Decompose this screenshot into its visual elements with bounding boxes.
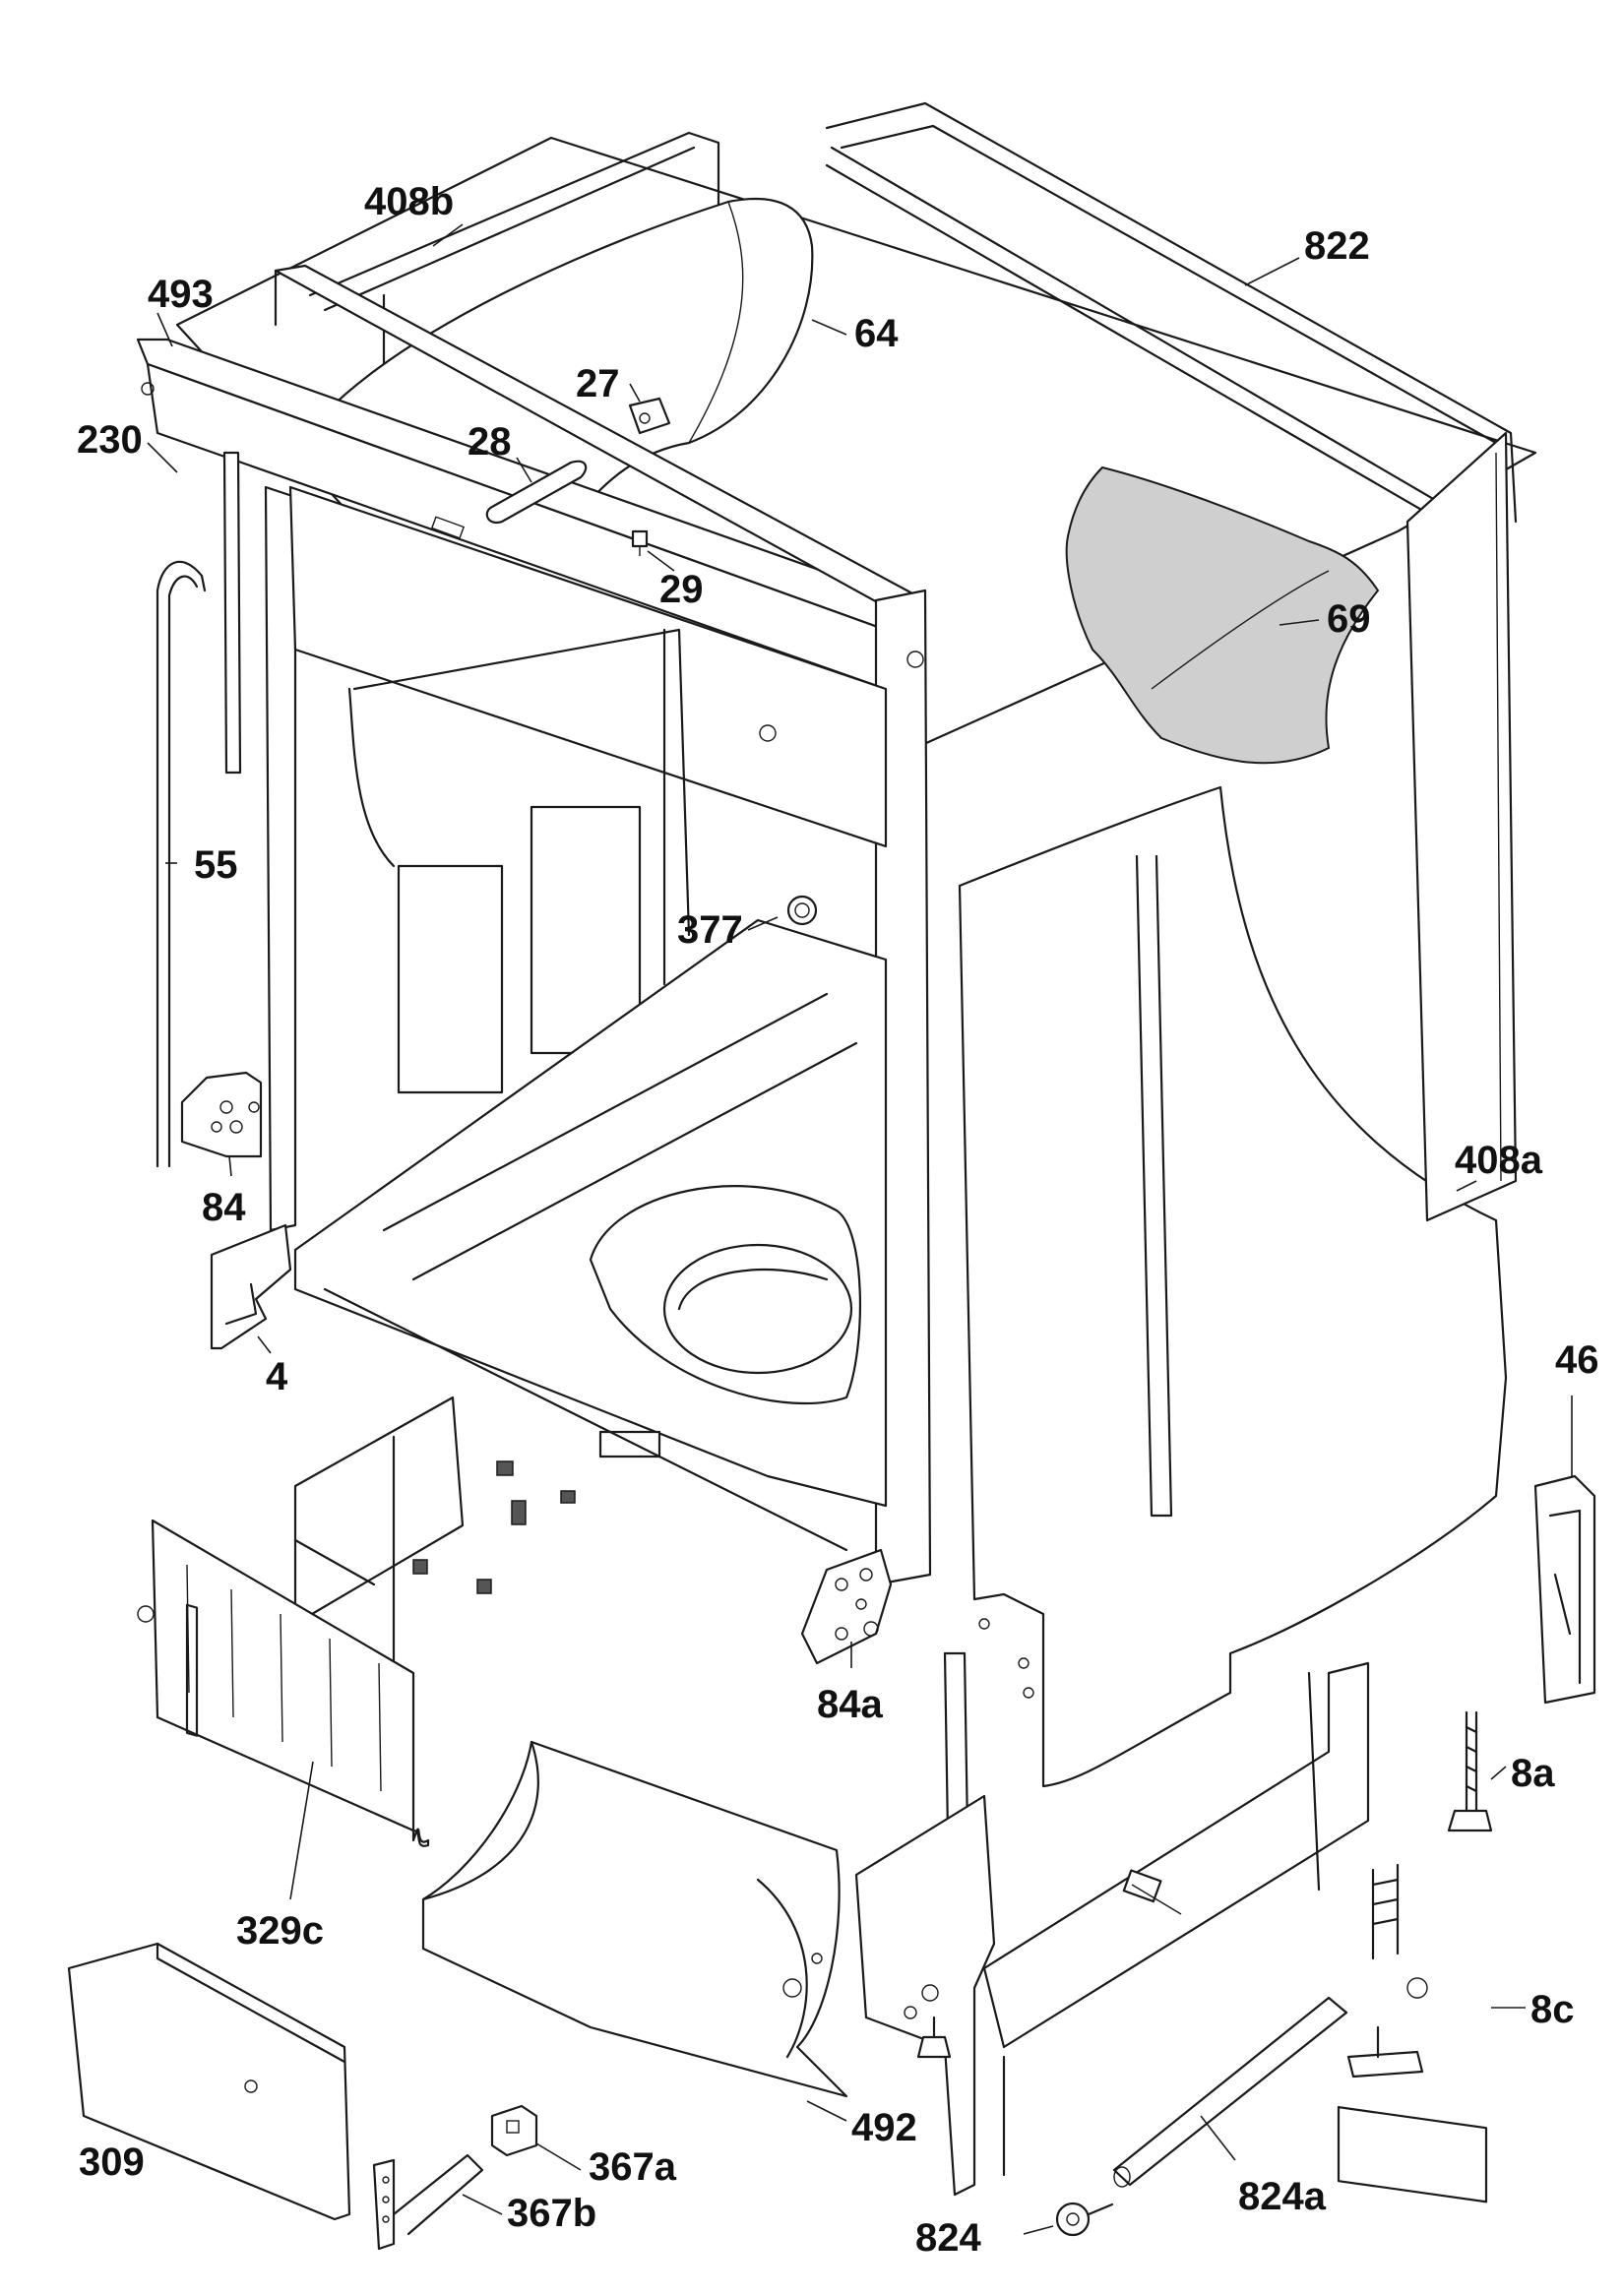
callout-492: 492 (851, 2106, 917, 2149)
callout-493: 493 (148, 273, 214, 316)
hinge-84a (800, 1548, 893, 1665)
shaft-824a (1112, 1996, 1348, 2188)
callout-64: 64 (854, 312, 899, 355)
screw-824 (1055, 2202, 1114, 2237)
plinth-329c (137, 1519, 430, 1847)
callout-822: 822 (1304, 224, 1370, 268)
callout-8a: 8a (1511, 1752, 1555, 1795)
callout-377: 377 (677, 908, 743, 952)
base-frame (293, 1287, 1370, 2197)
front-cover-492 (421, 1740, 848, 2098)
adjustable-foot-8a (1447, 1710, 1493, 1832)
rear-side-frame (1405, 431, 1518, 1222)
insulation-patch-69 (1065, 465, 1380, 765)
leader-lines (147, 223, 1573, 2235)
callout-84: 84 (202, 1186, 246, 1229)
adjustable-foot-left (916, 2016, 952, 2059)
callout-329c: 329c (236, 1909, 324, 1953)
side-panel-408a (958, 785, 1508, 1788)
callout-824a: 824a (1238, 2175, 1327, 2218)
callout-27: 27 (576, 362, 620, 405)
front-frame (264, 485, 932, 1586)
callout-309: 309 (79, 2141, 145, 2184)
kick-panel-309 (67, 1942, 351, 2221)
callout-230: 230 (77, 418, 143, 462)
callout-8c: 8c (1530, 1988, 1575, 2031)
callout-367a: 367a (589, 2145, 677, 2189)
bracket-230 (222, 451, 242, 775)
callout-408b: 408b (364, 180, 454, 223)
bracket-4 (210, 1223, 292, 1350)
callout-46: 46 (1555, 1338, 1599, 1382)
screw-29 (631, 529, 649, 556)
callout-824: 824 (915, 2216, 981, 2260)
kick-plate-46 (1533, 1474, 1596, 1705)
callout-labels: 408b 822 493 64 27 230 28 29 69 55 377 8… (77, 180, 1599, 2260)
clip-27 (628, 397, 671, 435)
callout-29: 29 (659, 568, 704, 611)
front-top-rail-493 (136, 264, 927, 691)
guide-28 (485, 460, 588, 525)
hinge-84 (180, 1071, 263, 1158)
tub-floor-sump (293, 918, 888, 1508)
callout-408a: 408a (1455, 1139, 1543, 1182)
callout-55: 55 (194, 843, 238, 887)
bracket-367b (372, 2153, 484, 2251)
seal-strip-55 (156, 560, 207, 1168)
callout-4: 4 (266, 1355, 288, 1398)
callout-69: 69 (1327, 597, 1371, 641)
callout-84a: 84a (817, 1683, 883, 1726)
fitting-377 (786, 895, 818, 926)
clip-367a (490, 2104, 538, 2157)
foot-8c (1337, 1863, 1488, 2203)
callout-28: 28 (468, 420, 512, 464)
callout-367b: 367b (507, 2192, 596, 2235)
